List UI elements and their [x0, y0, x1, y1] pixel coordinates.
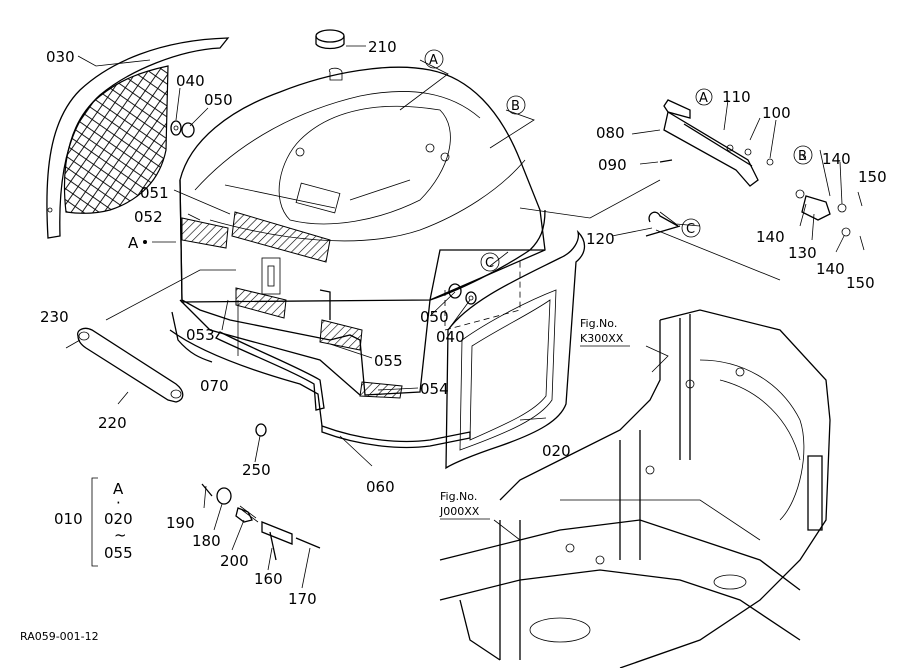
label-140-bottom: 140	[816, 260, 845, 278]
label-230: 230	[40, 308, 69, 326]
label-140-top: 140	[822, 150, 851, 168]
circle-letter-icon	[681, 218, 701, 238]
callout-circles	[143, 49, 813, 272]
leader-lines	[65, 45, 845, 589]
label-053: 053	[186, 326, 215, 344]
circle-letter-icon	[695, 88, 713, 106]
label-130: 130	[788, 244, 817, 262]
lever-120	[645, 211, 681, 237]
callout-b-bracket: B	[798, 149, 807, 164]
circle-letter-icon	[793, 145, 813, 165]
label-190: 190	[166, 514, 195, 532]
handle-220	[77, 327, 184, 403]
label-170: 170	[288, 590, 317, 608]
kit-line-5: 055	[104, 544, 133, 562]
label-110: 110	[722, 88, 751, 106]
label-055: 055	[374, 352, 403, 370]
label-150-bottom: 150	[846, 274, 875, 292]
lock-assembly	[201, 483, 321, 561]
circle-letter-icon	[424, 49, 444, 69]
ref-k300-line1: Fig.No.	[580, 317, 617, 330]
label-200: 200	[220, 552, 249, 570]
latch-bracket	[659, 99, 865, 251]
label-120: 120	[586, 230, 615, 248]
callout-c-lever: C	[686, 222, 695, 237]
label-040-left: 040	[176, 72, 205, 90]
label-060: 060	[366, 478, 395, 496]
label-051: 051	[140, 184, 169, 202]
hood-main	[179, 66, 546, 399]
label-052: 052	[134, 208, 163, 226]
label-250: 250	[242, 461, 271, 479]
label-220: 220	[98, 414, 127, 432]
cap-210	[315, 29, 345, 50]
callout-a-bracket: A	[699, 91, 708, 106]
figure-code: RA059-001-12	[20, 630, 99, 643]
callout-a-top: A	[429, 53, 438, 68]
label-180: 180	[192, 532, 221, 550]
label-050-left: 050	[204, 91, 233, 109]
kit-line-1: A	[113, 480, 124, 498]
label-020: 020	[542, 442, 571, 460]
label-210: 210	[368, 38, 397, 56]
label-030: 030	[46, 48, 75, 66]
label-150-top: 150	[858, 168, 887, 186]
base-frame	[439, 309, 831, 669]
circle-letter-icon	[506, 95, 526, 115]
label-100: 100	[762, 104, 791, 122]
circle-letter-icon	[480, 252, 500, 272]
kit-line-4: ~	[114, 526, 127, 544]
ref-k300-line2: K300XX	[580, 332, 624, 345]
label-140-left: 140	[756, 228, 785, 246]
label-070: 070	[200, 377, 229, 395]
leader-dot-icon	[143, 240, 147, 244]
label-010: 010	[54, 510, 83, 528]
fasteners-040-050	[170, 120, 477, 437]
strip-070	[171, 311, 325, 411]
kit-line-3: 020	[104, 510, 133, 528]
ref-j000-line1: Fig.No.	[440, 490, 477, 503]
side-cover-020	[445, 229, 586, 470]
callout-a-side: A	[128, 234, 139, 252]
labels: 030 040 050 210 A B 051 052 A C 230 053 …	[20, 38, 887, 643]
callout-c-cover: C	[485, 256, 494, 271]
callout-b-top: B	[511, 99, 520, 114]
side-cover-030	[46, 37, 230, 239]
label-054: 054	[420, 380, 449, 398]
label-090: 090	[598, 156, 627, 174]
label-040-right: 040	[436, 328, 465, 346]
label-080: 080	[596, 124, 625, 142]
ref-j000-line2: J000XX	[439, 505, 480, 518]
kit-line-2: ·	[116, 494, 121, 512]
label-050-right: 050	[420, 308, 449, 326]
label-160: 160	[254, 570, 283, 588]
